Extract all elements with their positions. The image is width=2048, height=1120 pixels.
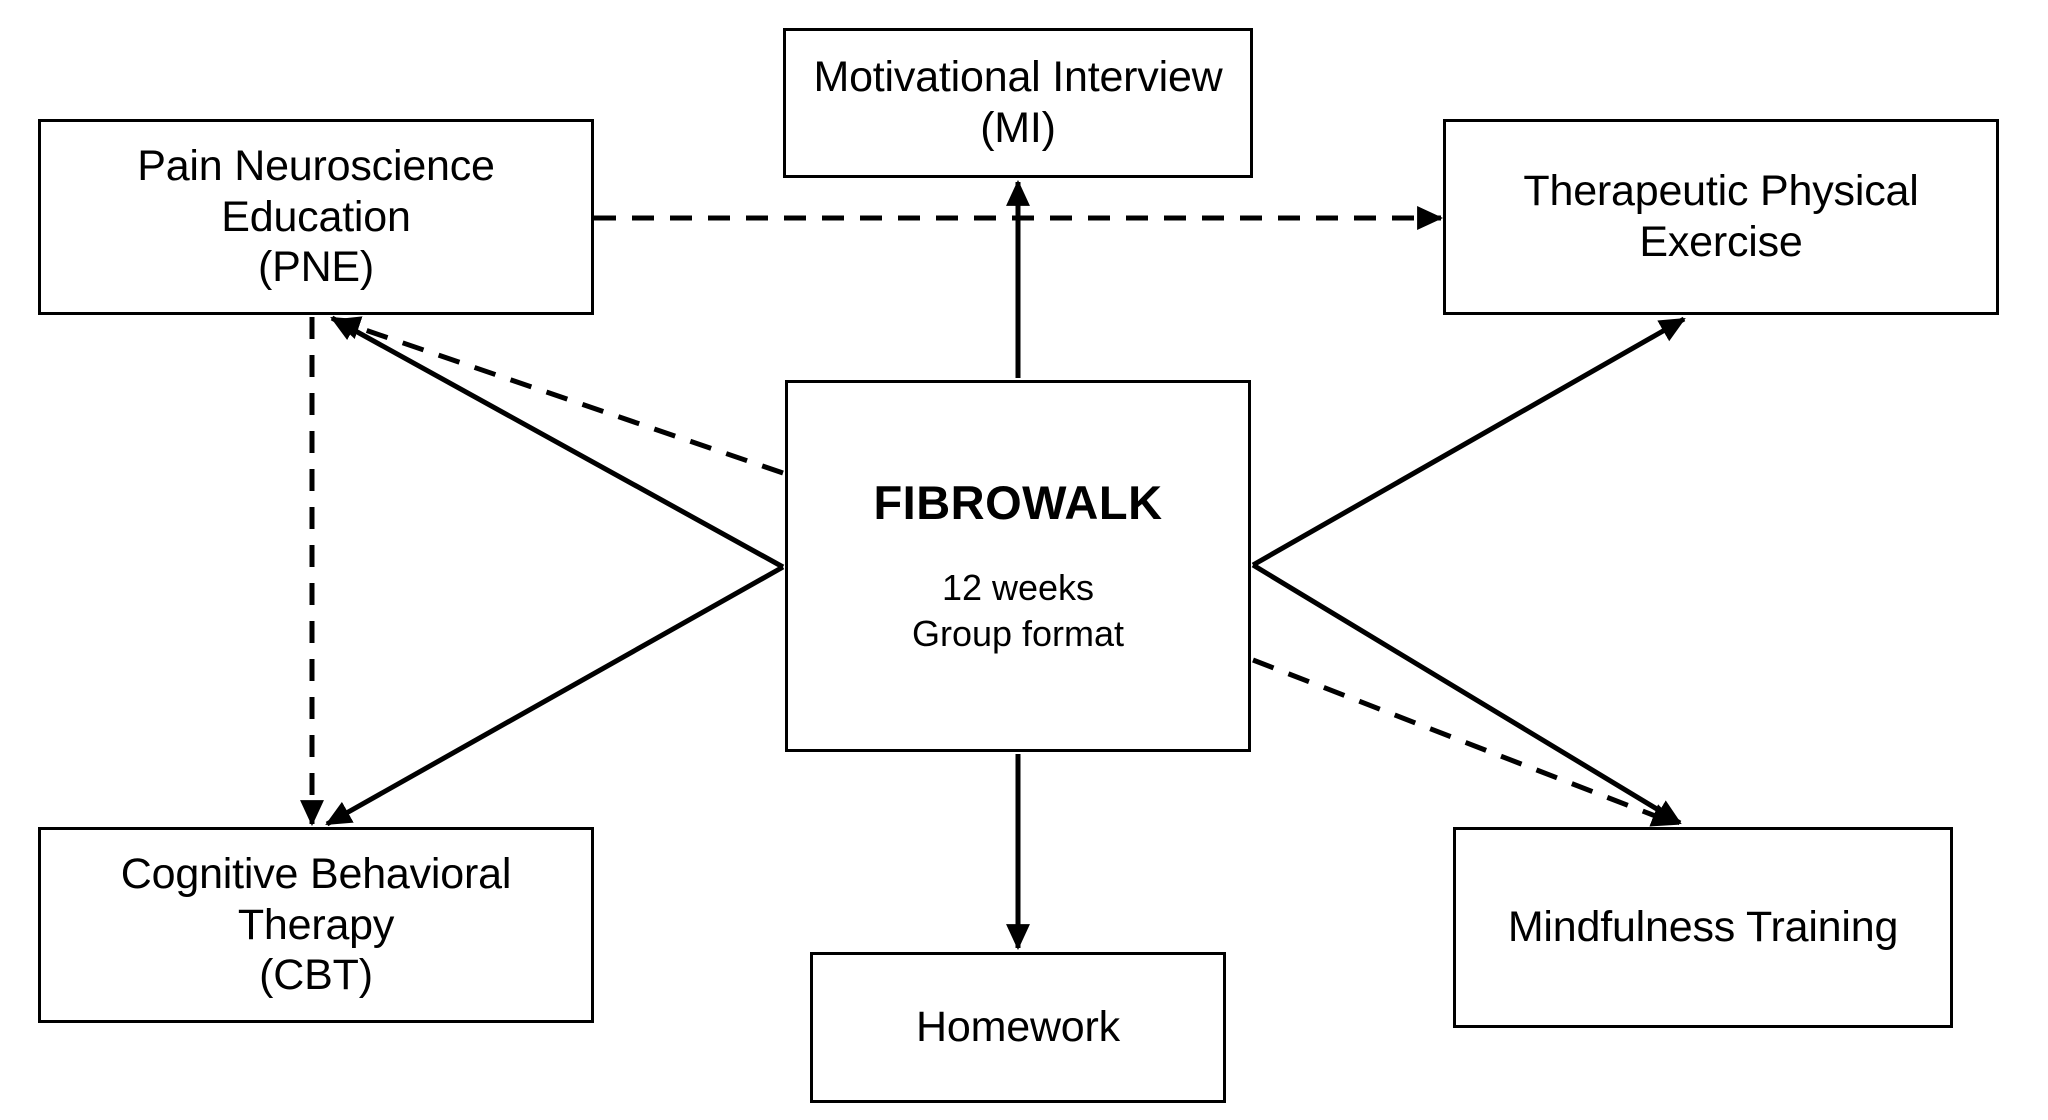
node-fibrowalk[interactable]: FIBROWALK 12 weeks Group format — [785, 380, 1251, 752]
edge-fibrowalk-to-mindfulness-dashed — [1252, 657, 1678, 827]
node-subtitle-fibrowalk: 12 weeks Group format — [911, 566, 1125, 654]
node-motivational-interview[interactable]: Motivational Interview (MI) — [783, 28, 1253, 178]
node-homework[interactable]: Homework — [810, 952, 1226, 1103]
node-mindfulness-training[interactable]: Mindfulness Training — [1453, 827, 1953, 1028]
node-label-mi: Motivational Interview (MI) — [813, 53, 1223, 152]
node-therapeutic-physical-exercise[interactable]: Therapeutic Physical Exercise — [1443, 119, 1999, 315]
node-cognitive-behavioral-therapy[interactable]: Cognitive Behavioral Therapy (CBT) — [38, 827, 594, 1023]
node-label-tpe: Therapeutic Physical Exercise — [1523, 167, 1919, 266]
edge-fibrowalk-to-mindfulness — [1251, 562, 1682, 826]
edge-fibrowalk-to-pne — [330, 315, 785, 570]
edge-fibrowalk-to-pne-dashed — [334, 316, 784, 476]
node-label-pne: Pain Neuroscience Education (PNE) — [137, 141, 495, 292]
node-title-fibrowalk: FIBROWALK — [873, 476, 1163, 530]
node-label-cbt: Cognitive Behavioral Therapy (CBT) — [120, 849, 512, 1000]
edge-fibrowalk-to-cbt — [325, 564, 785, 827]
node-label-homework: Homework — [916, 1003, 1120, 1052]
node-pain-neuroscience-education[interactable]: Pain Neuroscience Education (PNE) — [38, 119, 594, 315]
node-label-mindfulness: Mindfulness Training — [1507, 903, 1899, 952]
edge-fibrowalk-to-tpe — [1251, 316, 1686, 568]
